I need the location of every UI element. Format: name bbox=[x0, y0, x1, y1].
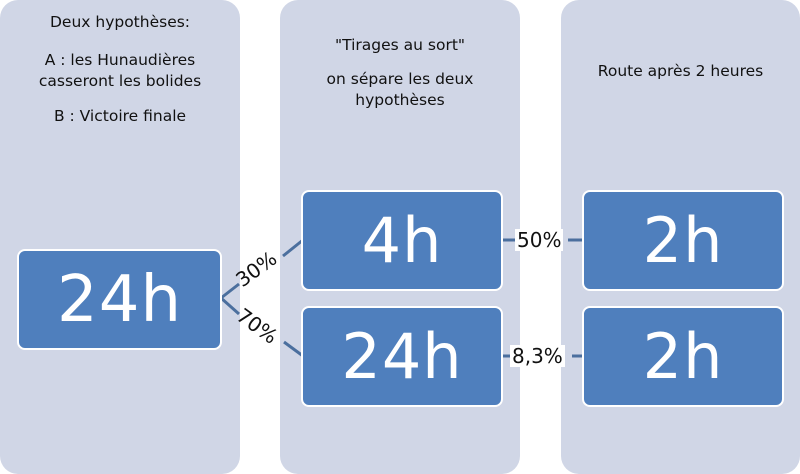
col2-heading: "Tirages au sort" bbox=[334, 36, 466, 54]
node-a-2h: 2h bbox=[582, 190, 784, 291]
node-b-24h: 24h bbox=[301, 306, 503, 407]
connector-start-to-a-2 bbox=[282, 238, 304, 258]
col1-heading: Deux hypothèses: bbox=[49, 13, 191, 31]
col1-hypothesis-b: B : Victoire finale bbox=[53, 107, 187, 125]
node-b-2h: 2h bbox=[582, 306, 784, 407]
connector-start-to-b-1 bbox=[220, 296, 240, 316]
col1-hypothesis-a-line2: casseront les bolides bbox=[38, 72, 202, 90]
col3-heading: Route après 2 heures bbox=[597, 62, 764, 80]
label-8-3-percent: 8,3% bbox=[510, 344, 565, 368]
column-hypotheses bbox=[0, 0, 240, 474]
connector-start-to-b-2 bbox=[283, 340, 304, 358]
col2-line3: hypothèses bbox=[355, 91, 445, 109]
node-start-24h: 24h bbox=[17, 249, 222, 350]
col1-hypothesis-a-line1: A : les Hunaudières bbox=[44, 51, 196, 69]
col2-line2: on sépare les deux bbox=[326, 70, 474, 88]
label-50-percent: 50% bbox=[515, 228, 564, 252]
node-a-4h: 4h bbox=[301, 190, 503, 291]
connector-start-to-a-1 bbox=[220, 282, 240, 300]
